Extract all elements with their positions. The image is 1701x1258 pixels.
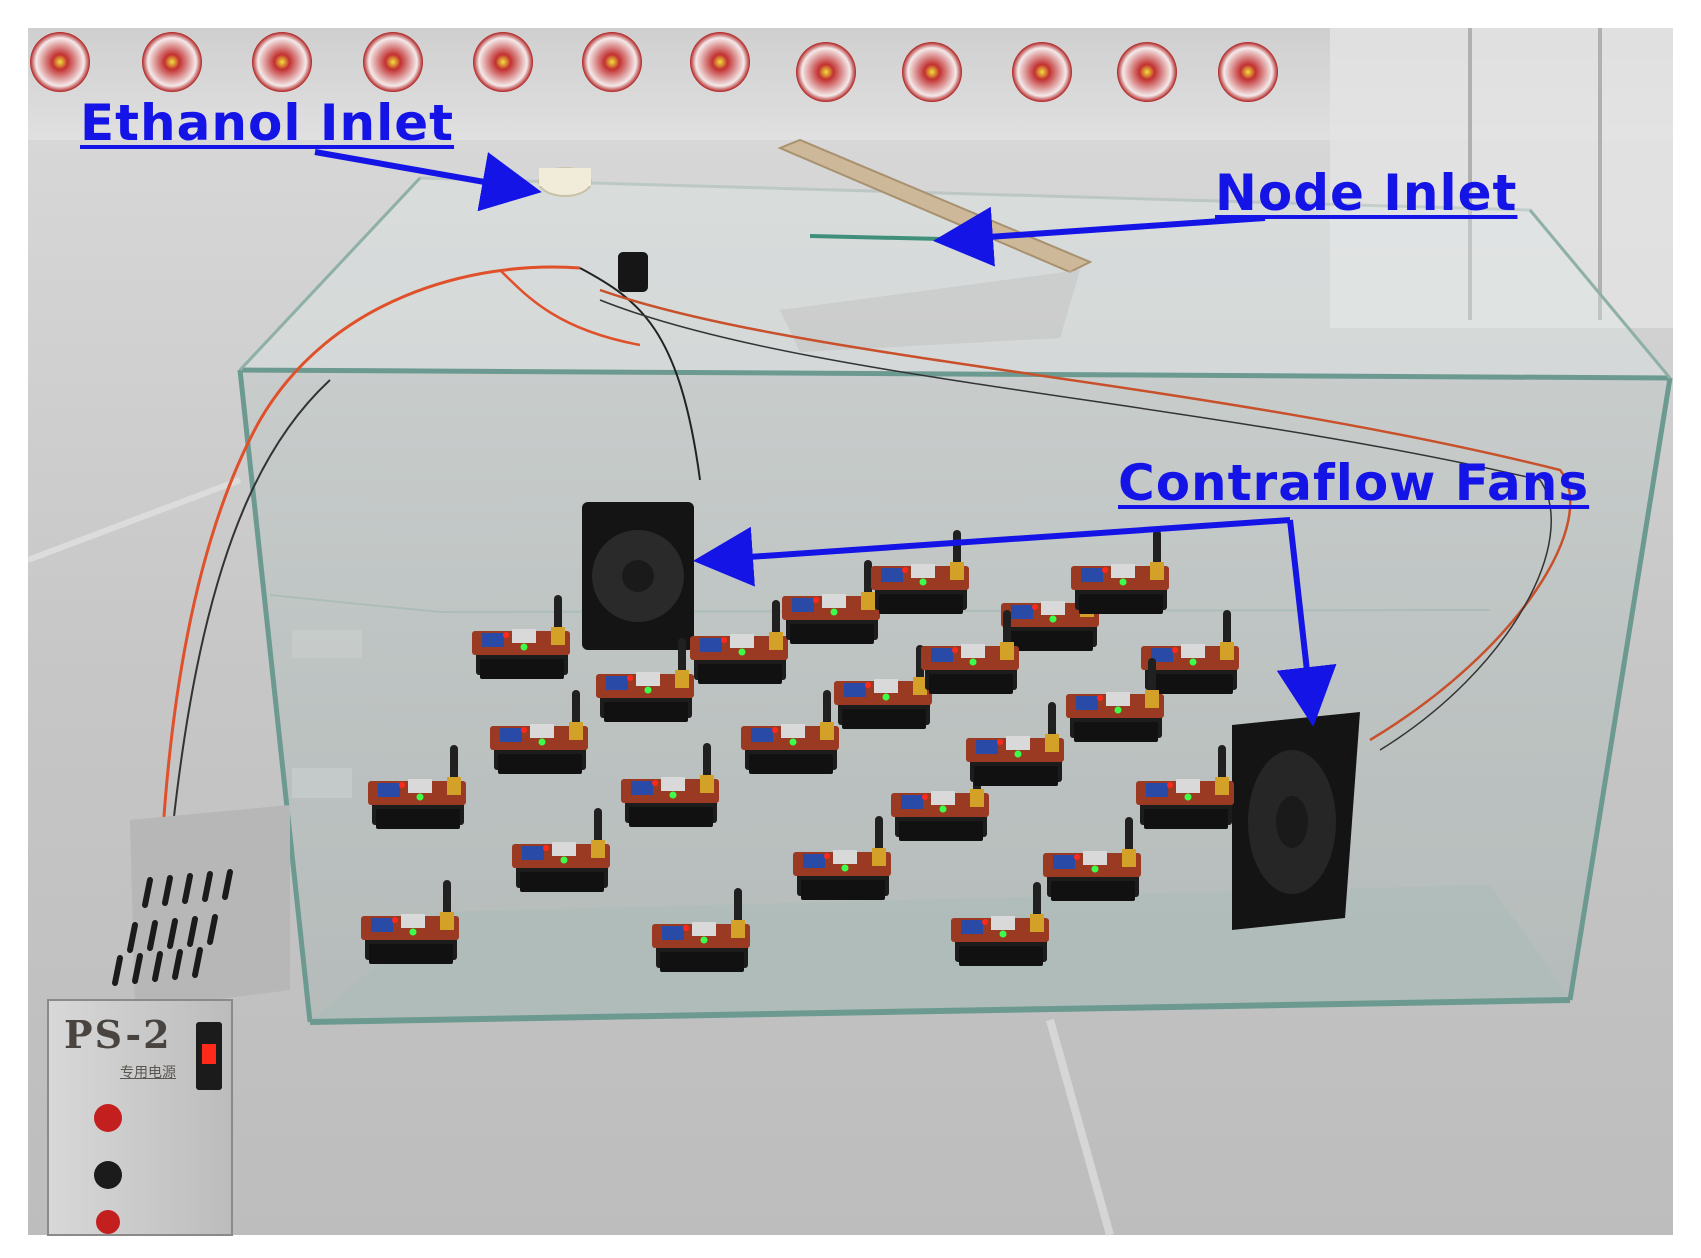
arrow-ethanol-inlet xyxy=(314,149,542,212)
annotation-arrows xyxy=(314,149,1337,727)
wire-connector xyxy=(618,252,648,292)
wall-fan-row xyxy=(30,32,1278,102)
power-supply xyxy=(47,805,290,1236)
contraflow-fan-right xyxy=(1232,712,1360,930)
arrow-node-inlet xyxy=(933,206,1266,267)
window-frame xyxy=(1330,28,1673,328)
power-supply-subtitle: 专用电源 xyxy=(120,1065,176,1081)
contraflow-fans-label: Contraflow Fans xyxy=(1118,454,1590,512)
arrow-fan-left xyxy=(693,517,1291,587)
power-supply-model: PS-2 xyxy=(64,1012,172,1057)
contraflow-fan-left xyxy=(582,502,694,650)
node-inlet-label: Node Inlet xyxy=(1215,164,1518,222)
ethanol-inlet-label: Ethanol Inlet xyxy=(80,94,455,152)
arrow-fan-right xyxy=(1276,519,1337,727)
